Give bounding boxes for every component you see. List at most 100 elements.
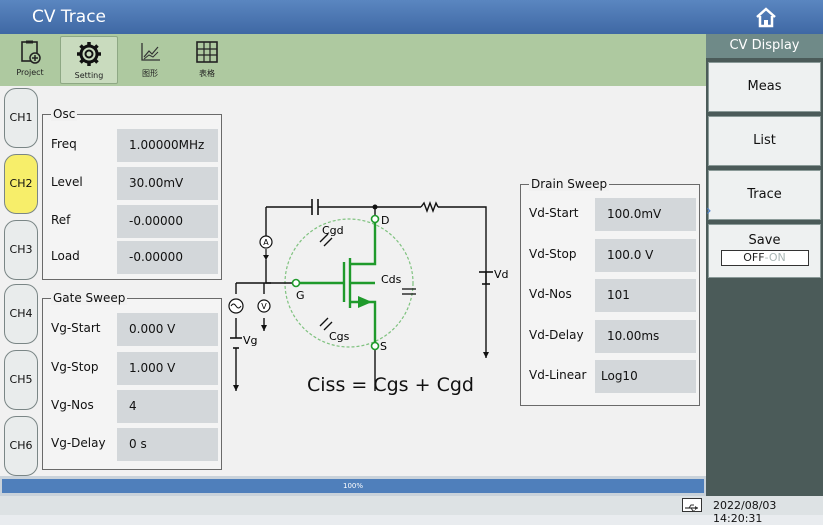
drain-label: D [381,214,389,227]
vd-nos-row: Vd-Nos 101 [521,277,699,313]
vg-start-value[interactable]: 0.000 V [117,313,218,346]
ammeter-label: A [263,238,269,247]
right-panel-title: CV Display [706,34,823,58]
vg-nos-value[interactable]: 4 [117,390,218,423]
trace-button[interactable]: › Trace [706,170,821,220]
level-label: Level [51,175,83,189]
circuit-diagram: A V Vg Vd [228,199,509,391]
load-label: Load [51,249,80,263]
progress-fill [2,479,704,493]
toolbar-label: 表格 [199,69,215,78]
vg-stop-value[interactable]: 1.000 V [117,352,218,385]
vd-delay-row: Vd-Delay 10.00ms [521,318,699,354]
toolbar-setting-button[interactable]: Setting [60,36,118,84]
vd-delay-value[interactable]: 10.00ms [595,320,696,353]
title-bar: CV Trace [0,0,823,34]
freq-label: Freq [51,137,77,151]
channel-tab-label: CH2 [9,177,33,190]
save-toggle-separator: - [764,251,769,264]
channel-tab-ch6[interactable]: CH6 [4,416,38,476]
voltmeter-icon [257,299,271,313]
toolbar-graph-button[interactable]: 图形 [130,36,170,84]
save-button[interactable]: Save OFF-ON [708,224,821,278]
vd-nos-label: Vd-Nos [529,287,572,301]
vg-stop-row: Vg-Stop 1.000 V [43,350,221,386]
gate-sweep-title: Gate Sweep [51,291,128,305]
cds-label: Cds [381,273,402,286]
source-label: S [380,340,387,353]
vg-delay-row: Vg-Delay 0 s [43,426,221,462]
voltmeter-label: V [261,302,267,311]
channel-tab-ch5[interactable]: CH5 [4,350,38,410]
channel-tab-ch3[interactable]: CH3 [4,220,38,280]
toolbar-label: 图形 [142,69,158,78]
drain-sweep-title: Drain Sweep [529,177,610,191]
channel-tab-label: CH1 [9,111,33,124]
vd-start-row: Vd-Start 100.0mV [521,196,699,232]
list-button[interactable]: List [708,116,821,166]
toolbar-project-button[interactable]: Project [10,36,50,84]
meas-button-label: Meas [747,79,782,94]
wiring [235,206,487,391]
channel-tab-label: CH4 [9,307,33,320]
freq-value[interactable]: 1.00000MHz [117,129,218,162]
save-button-label: Save [748,233,781,248]
vg-label: Vg [243,334,258,347]
vg-stop-label: Vg-Stop [51,360,99,374]
meas-button[interactable]: Meas [708,62,821,112]
gate-label: G [296,289,305,302]
level-value[interactable]: 30.00mV [117,167,218,200]
toolbar-label: Setting [74,71,104,80]
home-button[interactable] [753,5,779,29]
toolbar-table-button[interactable]: 表格 [187,36,227,84]
save-toggle-on: ON [768,251,786,264]
vd-stop-label: Vd-Stop [529,247,577,261]
app-title: CV Trace [32,7,107,27]
vg-battery [230,337,242,349]
osc-load-row: Load -0.00000 [43,239,221,275]
vg-delay-label: Vg-Delay [51,436,106,450]
load-value[interactable]: -0.00000 [117,241,218,274]
vg-nos-row: Vg-Nos 4 [43,388,221,424]
vg-delay-value[interactable]: 0 s [117,428,218,461]
series-capacitor [311,199,319,215]
vg-start-label: Vg-Start [51,321,101,335]
channel-tab-ch2[interactable]: CH2 [4,154,38,214]
vd-linear-value[interactable]: Log10 [595,360,696,393]
gear-icon [77,42,101,66]
vd-stop-value[interactable]: 100.0 V [595,239,696,272]
trace-button-label: Trace [747,187,782,202]
channel-tab-ch1[interactable]: CH1 [4,88,38,148]
progress-label: 100% [342,482,363,490]
channel-tab-ch4[interactable]: CH4 [4,284,38,344]
graph-icon [141,43,160,61]
vg-nos-label: Vg-Nos [51,398,94,412]
vd-nos-value[interactable]: 101 [595,279,696,312]
osc-level-row: Level 30.00mV [43,165,221,201]
toolbar: Project Setting 图形 表格 [0,34,706,86]
progress-bar: 100% [0,476,706,496]
ref-value[interactable]: -0.00000 [117,205,218,238]
channel-tab-label: CH6 [9,439,33,452]
vd-linear-row: Vd-Linear Log10 [521,358,699,394]
ammeter-icon [259,235,273,249]
ciss-formula: Ciss = Cgs + Cgd [307,374,474,396]
save-toggle-off: OFF [743,251,765,264]
cgd-label: Cgd [322,224,344,237]
vd-battery [479,271,493,285]
status-bar: 2022/08/03 14:20:31 [0,496,823,525]
datetime: 2022/08/03 14:20:31 [713,499,777,525]
save-toggle[interactable]: OFF-ON [720,250,809,266]
mosfet-symbol [296,219,377,344]
channel-tab-label: CH3 [9,243,33,256]
resistor [420,201,439,213]
toolbar-label: Project [16,68,44,77]
vd-start-label: Vd-Start [529,206,579,220]
cgs-label: Cgs [329,330,350,343]
right-panel: CV Display Meas List › Trace Save OFF-ON [706,34,823,496]
selected-marker-icon: › [706,203,712,219]
vd-delay-label: Vd-Delay [529,328,584,342]
gate-sweep-group: Gate Sweep Vg-Start 0.000 V Vg-Stop 1.00… [42,291,222,470]
vd-start-value[interactable]: 100.0mV [595,198,696,231]
table-icon [196,41,218,63]
